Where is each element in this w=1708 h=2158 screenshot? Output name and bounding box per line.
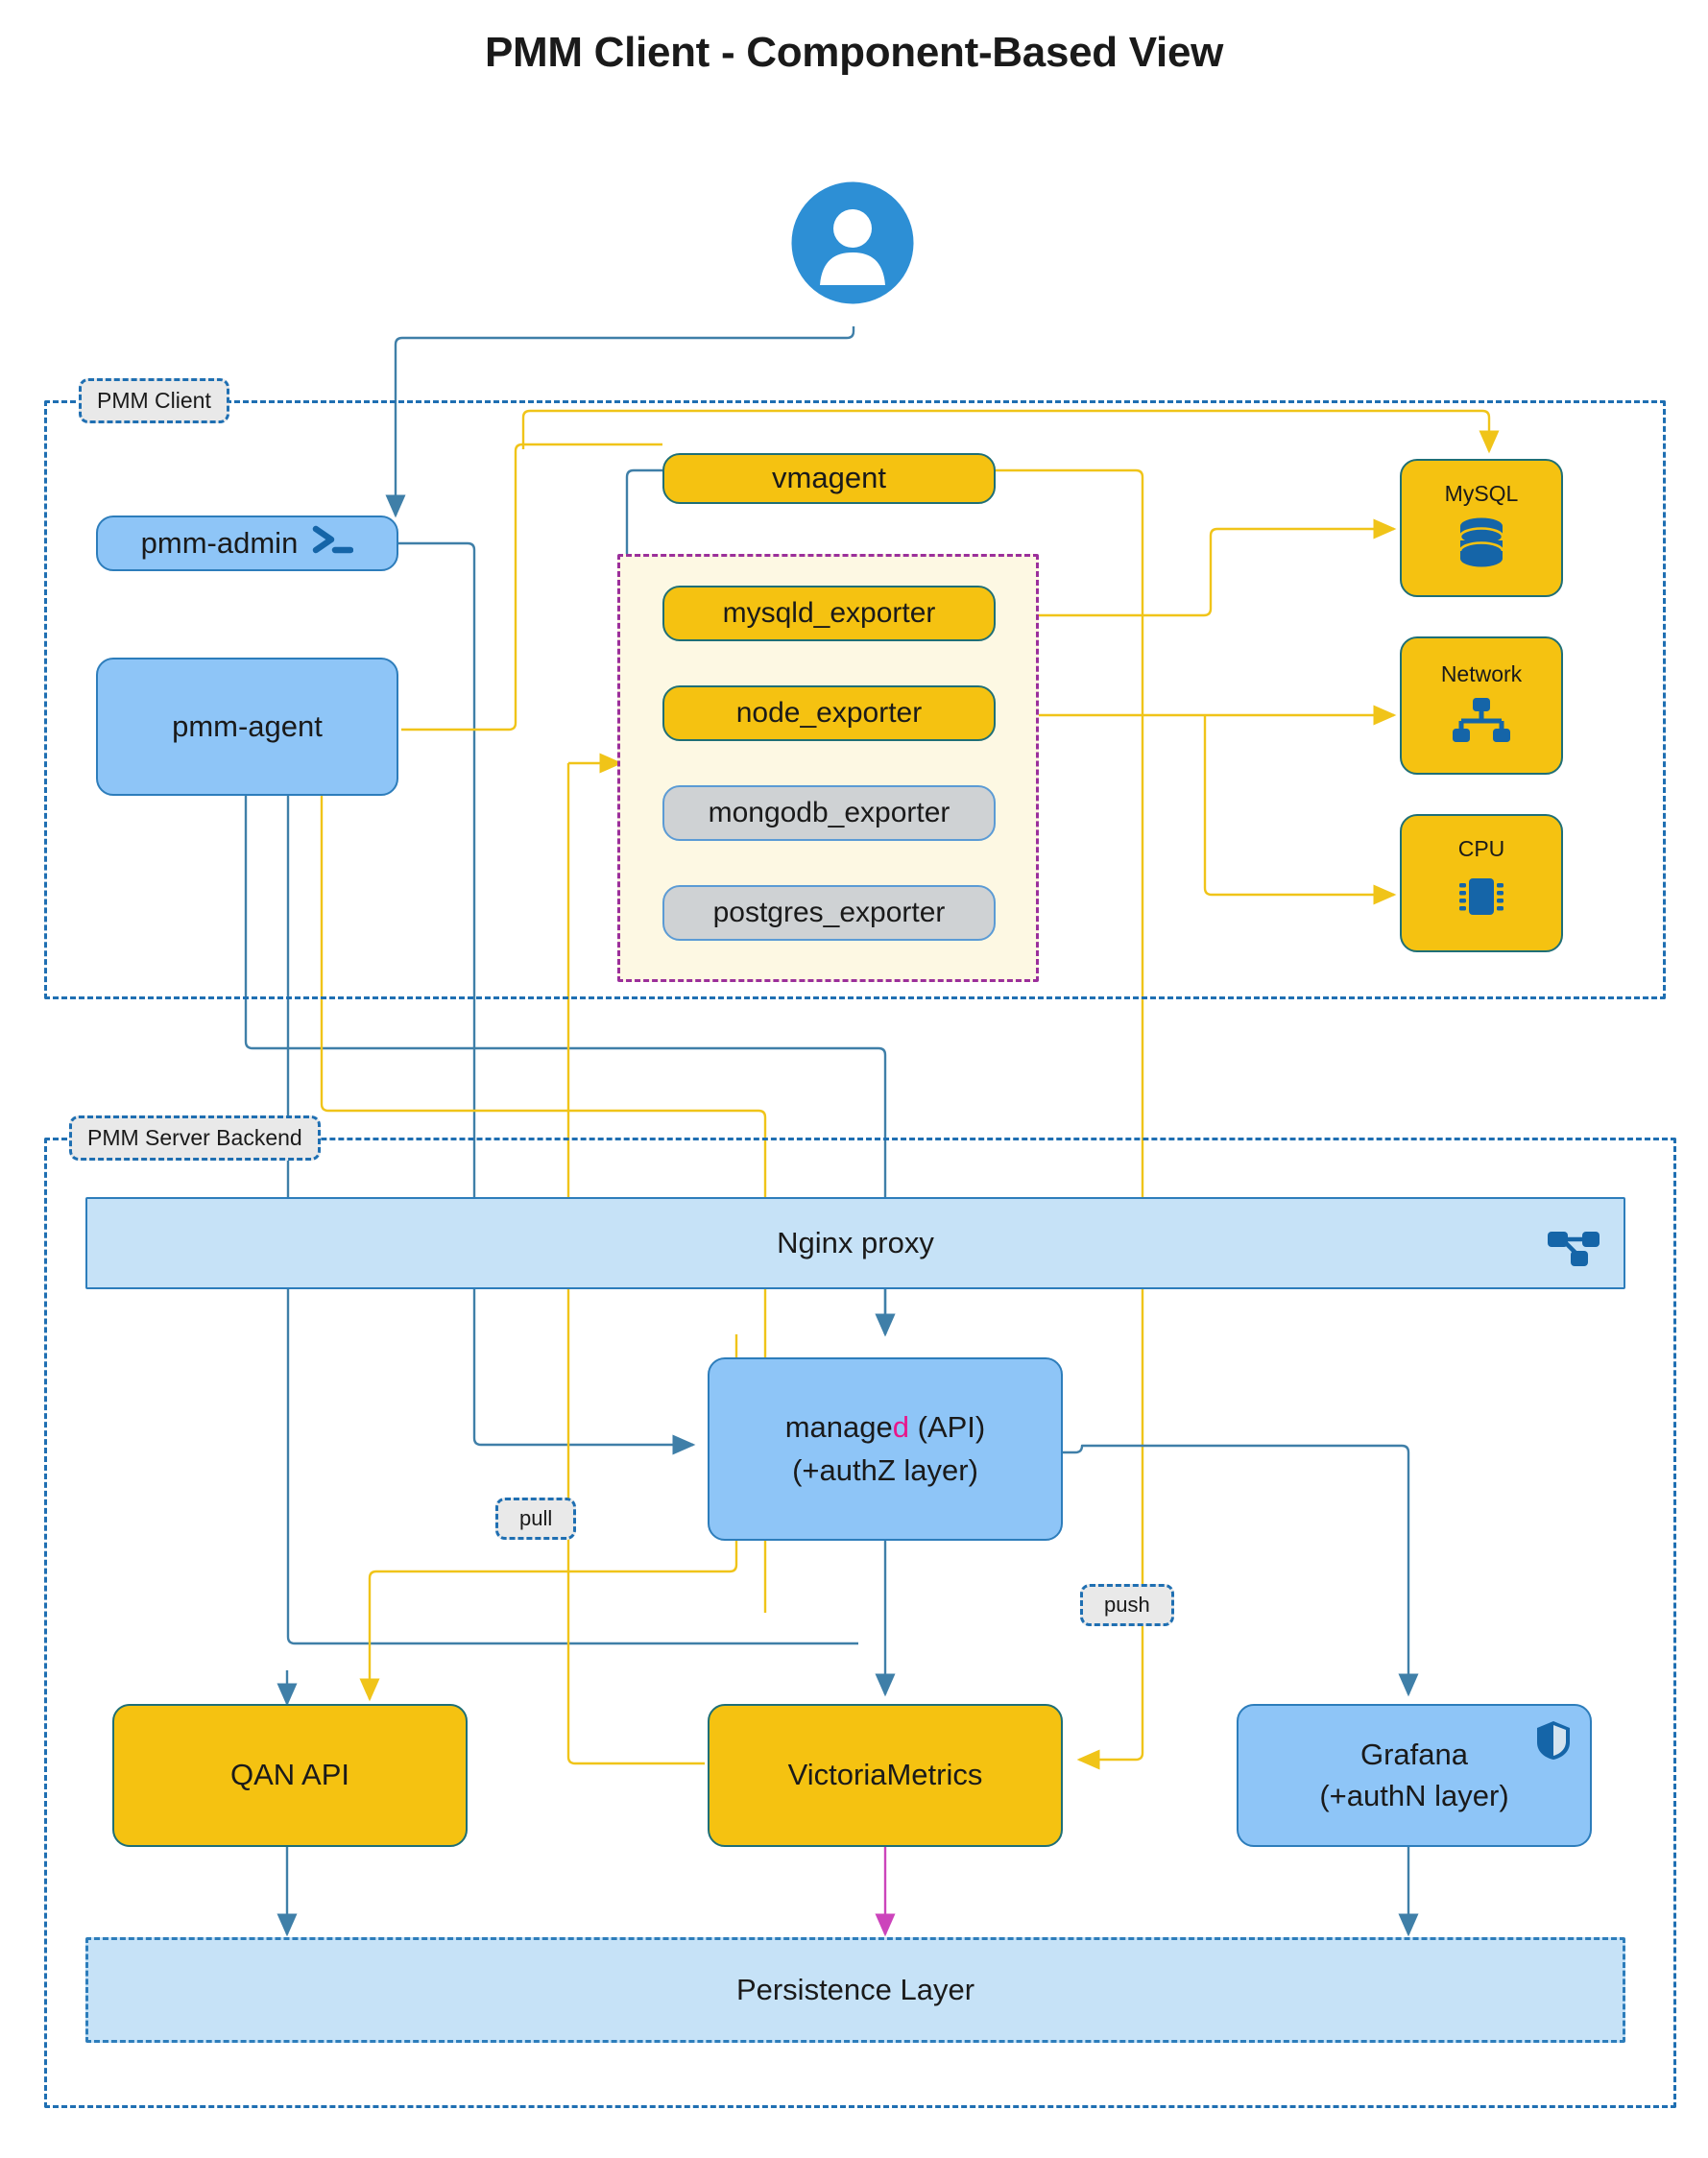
node-mysql-label: MySQL [1444, 481, 1519, 507]
shield-icon [1534, 1719, 1573, 1771]
node-vmagent[interactable]: vmagent [662, 453, 996, 504]
node-managed-api-line1: managed (API) [785, 1409, 986, 1447]
node-persistence-layer-label: Persistence Layer [735, 1972, 975, 2006]
node-qan-api[interactable]: QAN API [112, 1704, 468, 1847]
node-grafana-line2: (+authN layer) [1319, 1778, 1509, 1812]
node-cpu[interactable]: CPU [1400, 814, 1563, 952]
node-mongodb-exporter[interactable]: mongodb_exporter [662, 785, 996, 841]
node-mysqld-exporter-label: mysqld_exporter [722, 597, 936, 630]
database-icon [1454, 516, 1509, 576]
node-network-label: Network [1440, 661, 1523, 687]
group-label-pmm-client: PMM Client [79, 378, 229, 423]
user-avatar-icon [785, 176, 920, 310]
proxy-sitemap-icon [1547, 1224, 1600, 1278]
node-managed-api-line2: (+authZ layer) [792, 1452, 978, 1487]
node-qan-api-label: QAN API [229, 1758, 350, 1792]
node-pmm-admin-label: pmm-admin [140, 525, 299, 560]
terminal-prompt-icon [311, 524, 354, 566]
node-victoriametrics[interactable]: VictoriaMetrics [708, 1704, 1063, 1847]
node-vmagent-label: vmagent [772, 461, 886, 495]
edge-label-push: push [1080, 1584, 1174, 1626]
node-victoriametrics-label: VictoriaMetrics [787, 1758, 983, 1792]
node-node-exporter[interactable]: node_exporter [662, 685, 996, 741]
node-mongodb-exporter-label: mongodb_exporter [708, 797, 950, 829]
node-mysqld-exporter[interactable]: mysqld_exporter [662, 586, 996, 641]
group-pmm-server-backend [44, 1138, 1676, 2108]
node-postgres-exporter-label: postgres_exporter [712, 897, 946, 929]
cpu-chip-icon [1454, 869, 1509, 931]
node-mysql[interactable]: MySQL [1400, 459, 1563, 597]
node-pmm-agent-label: pmm-agent [172, 708, 323, 743]
node-nginx-proxy[interactable]: Nginx proxy [85, 1197, 1625, 1289]
node-cpu-label: CPU [1457, 836, 1505, 862]
node-pmm-agent[interactable]: pmm-agent [96, 658, 398, 796]
node-pmm-admin[interactable]: pmm-admin [96, 516, 398, 571]
group-label-pmm-server-backend: PMM Server Backend [69, 1115, 321, 1161]
edge-label-pull: pull [495, 1498, 577, 1540]
managed-text-highlight: d [892, 1409, 910, 1444]
node-postgres-exporter[interactable]: postgres_exporter [662, 885, 996, 941]
managed-text-b: (API) [909, 1409, 986, 1444]
node-persistence-layer[interactable]: Persistence Layer [85, 1937, 1625, 2043]
managed-text-a: manage [784, 1409, 893, 1444]
node-node-exporter-label: node_exporter [735, 697, 923, 730]
node-grafana-line1: Grafana [1359, 1737, 1468, 1771]
group-pmm-client [44, 400, 1666, 999]
node-nginx-proxy-label: Nginx proxy [777, 1225, 934, 1259]
node-network[interactable]: Network [1400, 636, 1563, 775]
node-grafana[interactable]: Grafana (+authN layer) [1237, 1704, 1592, 1847]
page-title: PMM Client - Component-Based View [484, 29, 1224, 76]
node-managed-api[interactable]: managed (API) (+authZ layer) [708, 1357, 1063, 1541]
network-sitemap-icon [1452, 696, 1511, 751]
